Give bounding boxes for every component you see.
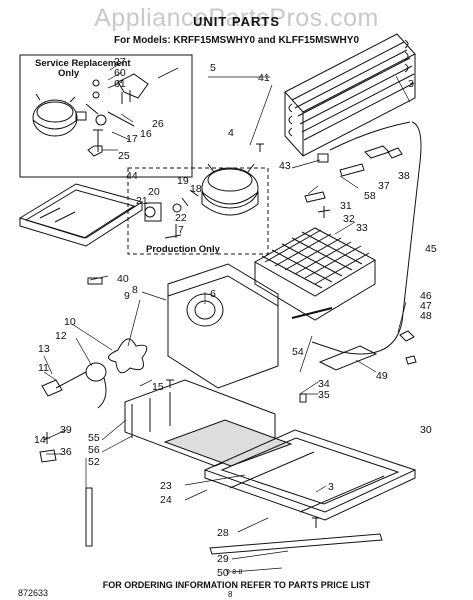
callout-18: 18 xyxy=(190,183,202,195)
callout-26: 26 xyxy=(152,118,164,130)
callout-21: 21 xyxy=(136,195,148,207)
callout-8: 8 xyxy=(132,284,138,296)
callout-23: 23 xyxy=(160,480,172,492)
production-only-box xyxy=(127,167,269,255)
callout-7: 7 xyxy=(178,224,184,236)
callout-3-bottom: 3 xyxy=(328,481,334,493)
date-stamp: 9-8-8 xyxy=(226,569,243,576)
capillary-tube xyxy=(311,121,422,355)
callout-3-top: 3 xyxy=(408,78,414,90)
callout-54: 54 xyxy=(292,346,304,358)
callout-9: 9 xyxy=(124,290,130,302)
callout-44: 44 xyxy=(126,170,138,182)
callout-12: 12 xyxy=(55,330,67,342)
callout-35: 35 xyxy=(318,389,330,401)
production-box-label: Production Only xyxy=(146,244,220,255)
suction-line xyxy=(329,121,411,151)
callout-27: 27 xyxy=(114,56,126,68)
callout-10: 10 xyxy=(64,316,76,328)
callout-29: 29 xyxy=(217,553,229,565)
service-box-label-2: Only xyxy=(58,68,80,79)
ordering-footnote: FOR ORDERING INFORMATION REFER TO PARTS … xyxy=(102,580,371,590)
callout-32: 32 xyxy=(343,213,355,225)
callout-17: 17 xyxy=(126,133,138,145)
callout-58: 58 xyxy=(364,190,376,202)
callout-37: 37 xyxy=(378,180,390,192)
defrost-heater xyxy=(318,345,378,371)
callout-43: 43 xyxy=(279,160,291,172)
production-compressor xyxy=(144,163,259,239)
callout-47: 47 xyxy=(420,300,432,312)
callout-39: 39 xyxy=(60,424,72,436)
leader-lines xyxy=(43,61,411,573)
callout-45: 45 xyxy=(425,243,437,255)
callout-6: 6 xyxy=(210,288,216,300)
callout-33: 33 xyxy=(356,222,368,234)
callout-11: 11 xyxy=(38,362,49,374)
defrost-drain-pan xyxy=(18,183,144,247)
callout-55: 55 xyxy=(88,432,100,444)
evaporator-coil xyxy=(253,227,377,321)
callout-14: 14 xyxy=(34,434,46,446)
callout-36: 36 xyxy=(60,446,72,458)
callout-34: 34 xyxy=(318,378,330,390)
callout-48: 48 xyxy=(420,310,432,322)
machine-compartment-panel xyxy=(124,379,293,467)
fan-blade-and-motor xyxy=(41,338,148,409)
callout-20: 20 xyxy=(148,186,160,198)
callout-30: 30 xyxy=(420,424,432,436)
fan-shroud xyxy=(167,263,279,389)
drier-and-clips xyxy=(304,145,403,218)
service-compressor xyxy=(32,93,87,137)
condenser-coil xyxy=(284,33,416,157)
callout-25: 25 xyxy=(118,150,130,162)
callout-15: 15 xyxy=(152,381,164,393)
model-numbers: For Models: KRFF15MSWHY0 and KLFF15MSWHY… xyxy=(113,35,359,46)
callout-52: 52 xyxy=(88,456,100,468)
callout-60: 60 xyxy=(114,67,126,79)
bottom-rail xyxy=(209,533,383,555)
base-frame xyxy=(203,429,417,521)
service-replacement-box xyxy=(19,54,193,178)
callout-16: 16 xyxy=(140,128,152,140)
callout-38: 38 xyxy=(398,170,410,182)
service-small-parts xyxy=(85,73,149,157)
tie-strap xyxy=(85,487,93,547)
document-number: 872633 xyxy=(18,588,49,598)
callout-22: 22 xyxy=(175,212,187,224)
page-number: 8 xyxy=(228,590,233,599)
callout-19: 19 xyxy=(177,175,189,187)
callout-13: 13 xyxy=(38,343,50,355)
evaporator-bracket xyxy=(291,307,333,319)
watermark: AppliancePartsPros.com xyxy=(94,4,379,32)
callout-61: 61 xyxy=(114,78,126,90)
callout-24: 24 xyxy=(160,494,172,506)
callout-4: 4 xyxy=(228,127,234,139)
callout-46: 46 xyxy=(420,290,432,302)
service-box-label: Service Replacement xyxy=(35,58,131,69)
callout-50: 50 xyxy=(217,567,229,579)
callout-49: 49 xyxy=(376,370,388,382)
callout-40: 40 xyxy=(117,273,129,285)
callout-5: 5 xyxy=(210,62,216,74)
diagram-title: UNIT PARTS xyxy=(192,14,281,29)
hardware xyxy=(39,143,417,528)
callout-28: 28 xyxy=(217,527,229,539)
callout-41: 41 xyxy=(258,72,270,84)
callout-31: 31 xyxy=(340,200,352,212)
callout-56: 56 xyxy=(88,444,100,456)
